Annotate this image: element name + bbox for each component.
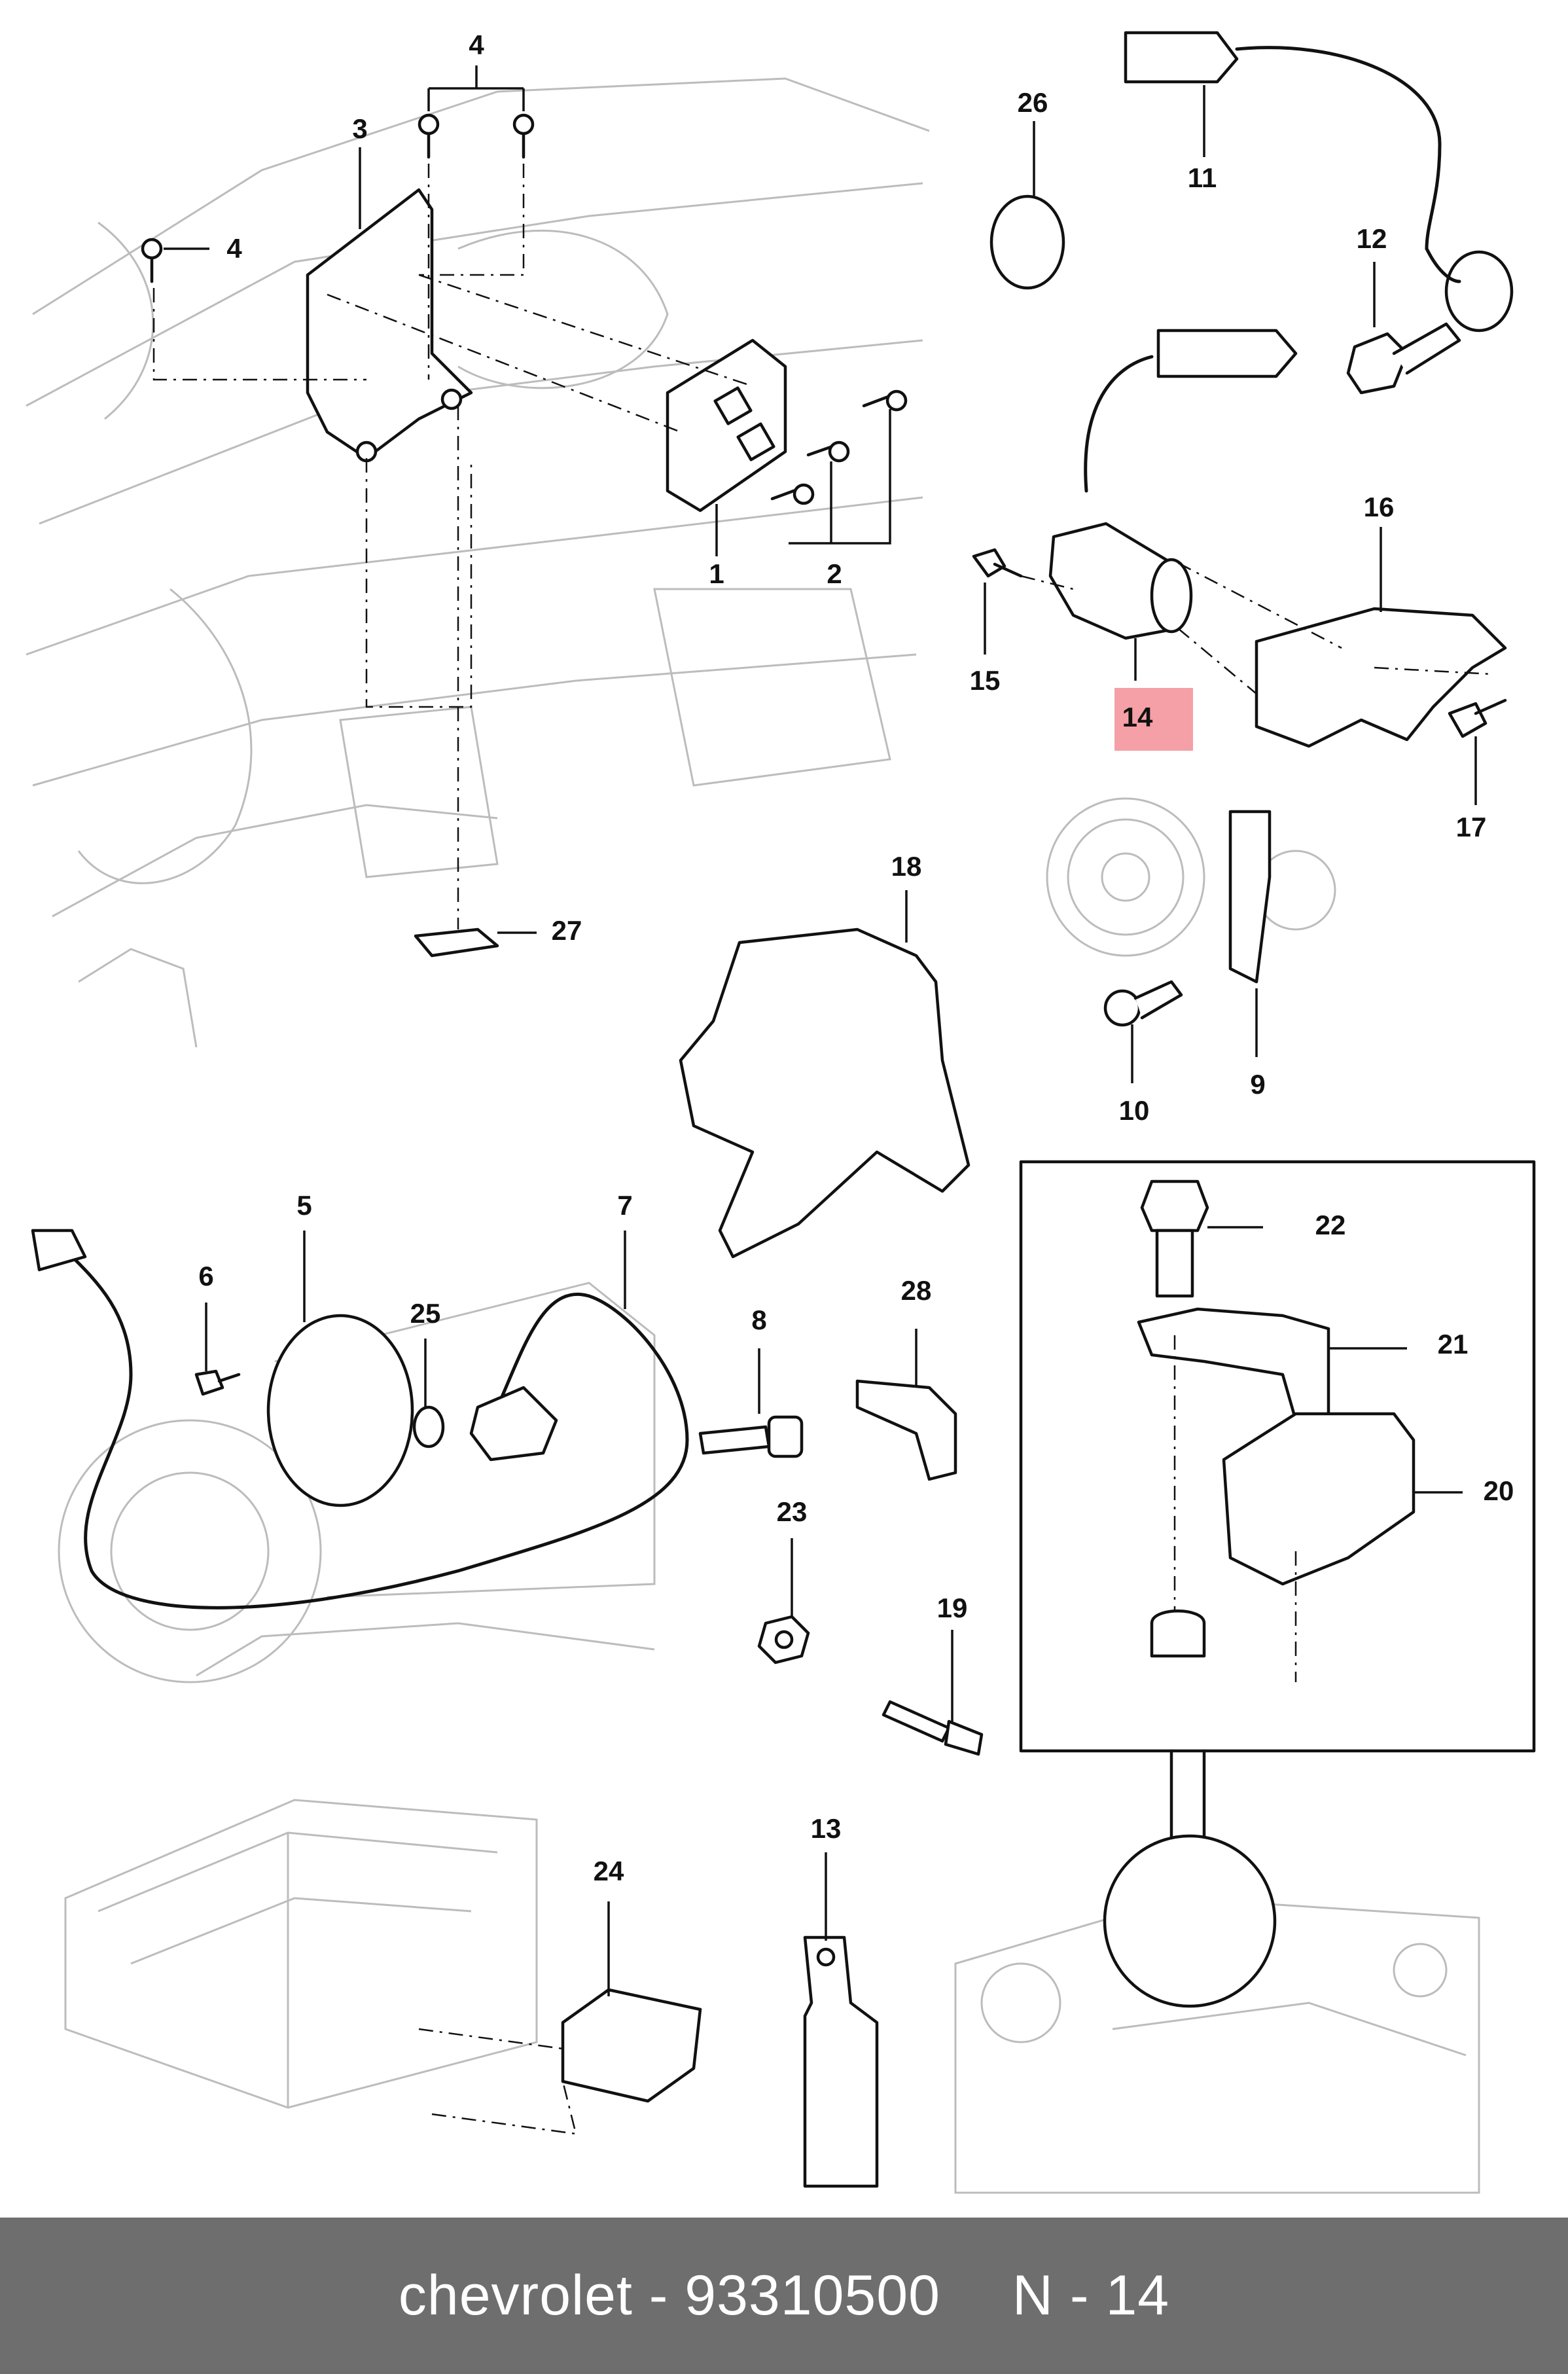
callout-23: 23 <box>777 1496 808 1527</box>
clamp-26 <box>989 194 1065 290</box>
callout-15: 15 <box>970 665 1001 696</box>
cam-sensor-7 <box>469 1386 558 1462</box>
module-1 <box>666 338 787 513</box>
callout-14: 14 <box>1122 702 1153 732</box>
bolt-17 <box>1448 702 1488 738</box>
bracket-3 <box>306 188 473 460</box>
harness-7 <box>57 1242 689 1610</box>
bracket-16 <box>1255 607 1507 748</box>
footer-part-number: chevrolet - 93310500 <box>398 2264 940 2327</box>
bracket-28 <box>855 1379 957 1481</box>
callout-8: 8 <box>751 1304 766 1335</box>
callout-5: 5 <box>296 1190 312 1221</box>
bracket-18 <box>679 927 971 1259</box>
bolt-8 <box>698 1425 771 1455</box>
callout-17: 17 <box>1456 812 1487 842</box>
callout-16: 16 <box>1364 492 1395 522</box>
callout-25: 25 <box>410 1298 441 1329</box>
callout-18: 18 <box>891 851 922 882</box>
callout-12: 12 <box>1357 223 1387 254</box>
bolt-10 <box>1103 989 1141 1027</box>
module-24 <box>561 1988 702 2103</box>
fuse-box-background <box>64 1799 538 2109</box>
callout-3: 3 <box>352 113 367 144</box>
callout-7: 7 <box>617 1190 632 1221</box>
magnifier-circle <box>1103 1834 1277 2008</box>
sensor-9 <box>1228 810 1272 984</box>
reluctor-ring-5 <box>266 1314 414 1507</box>
callout-21: 21 <box>1438 1329 1469 1359</box>
callout-24: 24 <box>594 1856 624 1886</box>
bolt-22 <box>1140 1179 1209 1232</box>
callout-4a: 4 <box>469 29 484 60</box>
flywheel-background <box>58 1282 656 1683</box>
bolt-15 <box>972 548 1007 578</box>
callout-13: 13 <box>811 1813 842 1844</box>
callout-22: 22 <box>1315 1210 1346 1240</box>
bolt-12 <box>1346 332 1409 395</box>
screws-4 <box>141 113 535 283</box>
footer-position: N - 14 <box>1012 2264 1170 2327</box>
callout-27: 27 <box>552 915 582 946</box>
knock-sensor-connector-11 <box>1124 31 1239 84</box>
callout-20: 20 <box>1484 1475 1514 1506</box>
leader-lines <box>164 65 1477 1996</box>
sprocket-background <box>1046 797 1336 957</box>
callout-6: 6 <box>198 1261 213 1291</box>
callout-2: 2 <box>827 558 842 589</box>
footer-bar: chevrolet - 93310500 N - 14 <box>0 2218 1568 2374</box>
o-ring-25 <box>412 1405 445 1448</box>
callout-9: 9 <box>1250 1069 1265 1100</box>
callout-26: 26 <box>1018 87 1048 118</box>
map-sensor-20 <box>1222 1412 1416 1586</box>
callout-1: 1 <box>709 558 724 589</box>
callout-4b: 4 <box>226 233 242 264</box>
clip-27 <box>414 927 499 958</box>
callout-10: 10 <box>1119 1095 1150 1126</box>
callout-19: 19 <box>937 1592 968 1623</box>
parts-diagram: 1 2 3 4 4 5 6 7 8 9 10 11 12 13 14 15 16… <box>26 29 1536 2194</box>
engine-bay-background <box>26 77 930 1048</box>
sensor-13 <box>803 1935 879 2188</box>
bolt-6 <box>194 1369 224 1396</box>
callout-11: 11 <box>1188 162 1217 193</box>
screw-19 <box>882 1700 951 1743</box>
crank-sensor-14 <box>1048 522 1180 640</box>
callout-28: 28 <box>901 1275 932 1306</box>
assembly-lines <box>152 164 1493 1682</box>
highlight-14 <box>1114 688 1193 751</box>
callout-labels: 1 2 3 4 4 5 6 7 8 9 10 11 12 13 14 15 16… <box>198 29 1514 1886</box>
screws-2 <box>770 389 908 505</box>
